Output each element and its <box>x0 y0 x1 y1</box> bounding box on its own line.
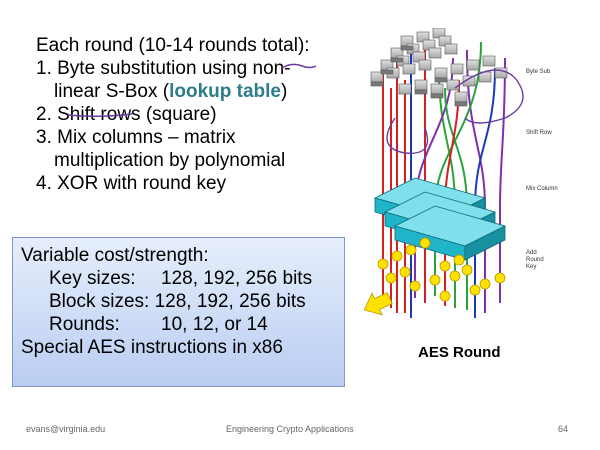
step-3-line-a: 3. Mix columns – matrix <box>36 127 236 148</box>
step-1-line-b: linear S-Box (lookup table) <box>36 80 356 103</box>
label-mix-column: Mix Column <box>526 186 558 192</box>
label-round: Round <box>526 257 544 263</box>
label-add: Add <box>526 250 537 256</box>
label-add-round-key: Add Round Key <box>526 250 544 271</box>
rounds-label: Rounds: <box>49 314 120 335</box>
box-title: Variable cost/strength: <box>21 245 209 266</box>
key-sizes-label: Key sizes: <box>49 268 136 289</box>
round-steps: Each round (10-14 rounds total): 1. Byte… <box>36 34 356 195</box>
aes-round-diagram <box>363 28 524 318</box>
key-sizes-values: 128, 192, 256 bits <box>161 268 313 289</box>
step-2: 2. Shift rows (square) <box>36 104 217 125</box>
step-4: 4. XOR with round key <box>36 173 227 194</box>
key-sizes-row: Key sizes: 128, 192, 256 bits <box>21 267 336 290</box>
step-1-post: ) <box>281 81 288 102</box>
lookup-table-highlight: lookup table <box>169 81 282 102</box>
steps-intro: Each round (10-14 rounds total): <box>36 35 310 56</box>
block-sizes-values: 128, 192, 256 bits <box>154 291 306 312</box>
rounds-values: 10, 12, or 14 <box>161 314 268 335</box>
mix-column-blocks <box>373 177 507 261</box>
block-sizes-label: Block sizes: <box>49 291 150 312</box>
special-instructions: Special AES instructions in x86 <box>21 337 283 358</box>
step-1-pre: linear S-Box ( <box>54 81 170 102</box>
footer-course: Engineering Crypto Applications <box>226 424 354 434</box>
rounds-row: Rounds: 10, 12, or 14 <box>21 313 336 336</box>
footer-email: evans@virginia.edu <box>26 424 106 434</box>
label-key: Key <box>526 264 537 270</box>
round-key-nodes <box>377 237 506 302</box>
step-3-line-b: multiplication by polynomial <box>54 150 286 171</box>
label-byte-sub: Byte Sub <box>526 69 551 75</box>
variable-cost-box: Variable cost/strength: Key sizes: 128, 1… <box>12 237 345 387</box>
input-arrow <box>363 292 393 316</box>
step-1-line-a: 1. Byte substitution using non- <box>36 58 291 79</box>
block-sizes-row: Block sizes: 128, 192, 256 bits <box>21 290 336 313</box>
footer-page-number: 64 <box>558 424 569 434</box>
sbox-cubes <box>370 28 508 107</box>
label-shift-row: Shift Row <box>526 130 552 136</box>
diagram-caption: AES Round <box>418 344 501 361</box>
